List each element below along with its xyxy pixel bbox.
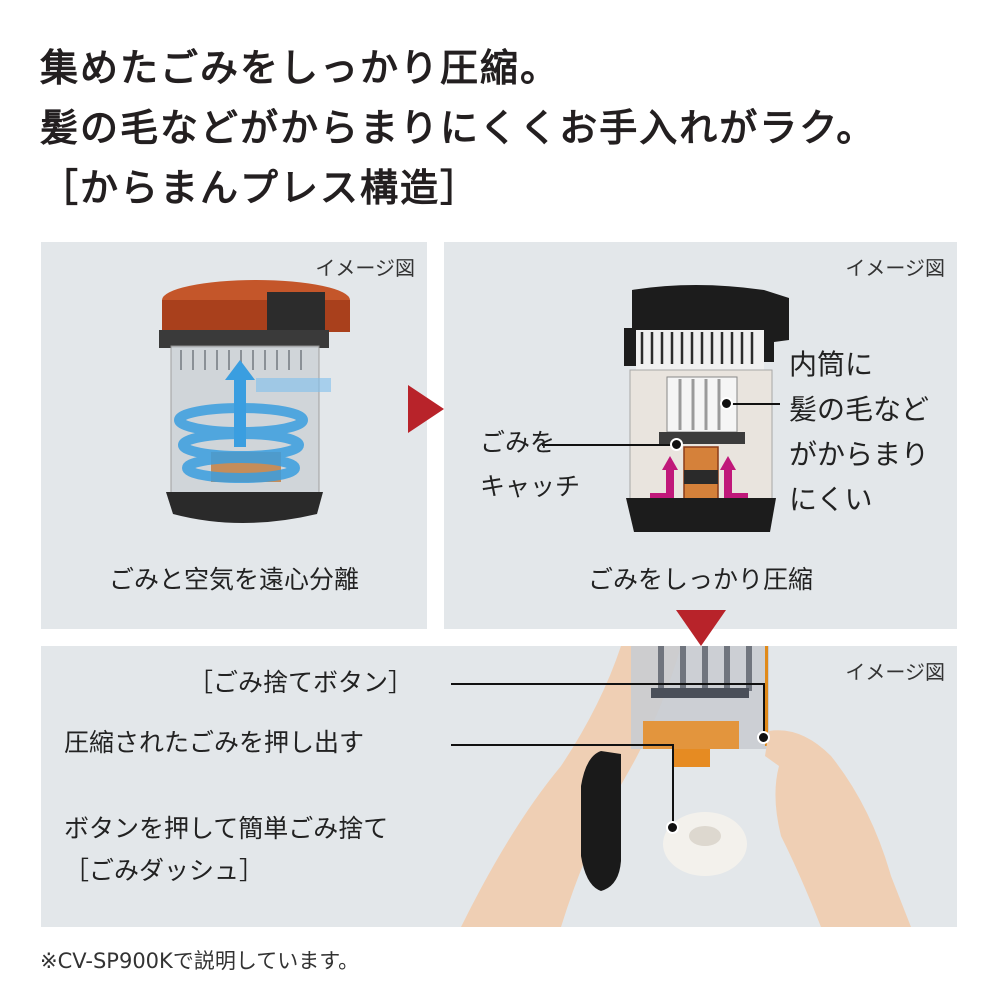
leader-line-push-vertical: [672, 744, 674, 826]
label-dust-dash-line-2: ［ごみダッシュ］: [64, 856, 265, 885]
callout-inner-tube-line-2: 髪の毛など: [789, 393, 930, 426]
headline-line-1: 集めたごみをしっかり圧縮。: [40, 46, 561, 90]
image-note: イメージ図: [845, 256, 945, 280]
leader-line-catch: [542, 444, 676, 446]
dust-disposal-photo: [461, 646, 911, 927]
panel-centrifugal-separation: イメージ図 ごみと空気を遠心分離: [41, 242, 427, 629]
callout-catch-line-2: キャッチ: [480, 472, 581, 501]
leader-dot-catch: [670, 438, 683, 451]
callout-inner-tube: 内筒に 髪の毛など がからまり にくい: [789, 342, 929, 522]
label-dust-button: ［ごみ捨てボタン］: [188, 668, 414, 697]
image-note: イメージ図: [845, 660, 945, 684]
panel-dust-dash: イメージ図 ［ごみ捨てボタン］ 圧縮されたごみを押し出す ボタンを押して簡単ごみ…: [41, 646, 957, 927]
callout-catch-line-1: ごみを: [480, 428, 556, 457]
label-push-compressed-dust: 圧縮されたごみを押し出す: [64, 728, 365, 757]
headline-line-2: 髪の毛などがからまりにくくお手入れがラク。: [40, 106, 877, 150]
canister-cutaway-illustration: [624, 285, 789, 532]
canister-illustration: [159, 280, 350, 523]
footnote: ※CV-SP900Kで説明しています。: [40, 949, 360, 973]
headline: 集めたごみをしっかり圧縮。 髪の毛などがからまりにくくお手入れがラク。 ［からま…: [40, 38, 876, 218]
callout-inner-tube-line-3: がからまり: [789, 438, 930, 471]
callout-inner-tube-line-1: 内筒に: [789, 348, 874, 381]
label-dust-dash-line-1: ボタンを押して簡単ごみ捨て: [64, 814, 389, 843]
panel-caption: ごみをしっかり圧縮: [587, 565, 813, 594]
leader-line-button-vertical: [763, 683, 765, 736]
leader-line-push: [451, 744, 673, 746]
leader-dot-push: [666, 821, 679, 834]
panel-compression: イメージ図: [444, 242, 957, 629]
next-step-arrow-icon: [676, 610, 726, 646]
callout-inner-tube-line-4: にくい: [789, 483, 873, 516]
image-note: イメージ図: [315, 256, 415, 280]
leader-dot-inner-tube: [720, 397, 733, 410]
leader-line-inner-tube: [726, 403, 780, 405]
panel-caption: ごみと空気を遠心分離: [108, 565, 359, 594]
headline-line-3: ［からまんプレス構造］: [40, 166, 481, 210]
callout-catch: ごみを キャッチ: [480, 426, 580, 504]
next-step-arrow-icon: [408, 385, 444, 433]
leader-line-button: [451, 683, 765, 685]
leader-dot-button: [757, 731, 770, 744]
